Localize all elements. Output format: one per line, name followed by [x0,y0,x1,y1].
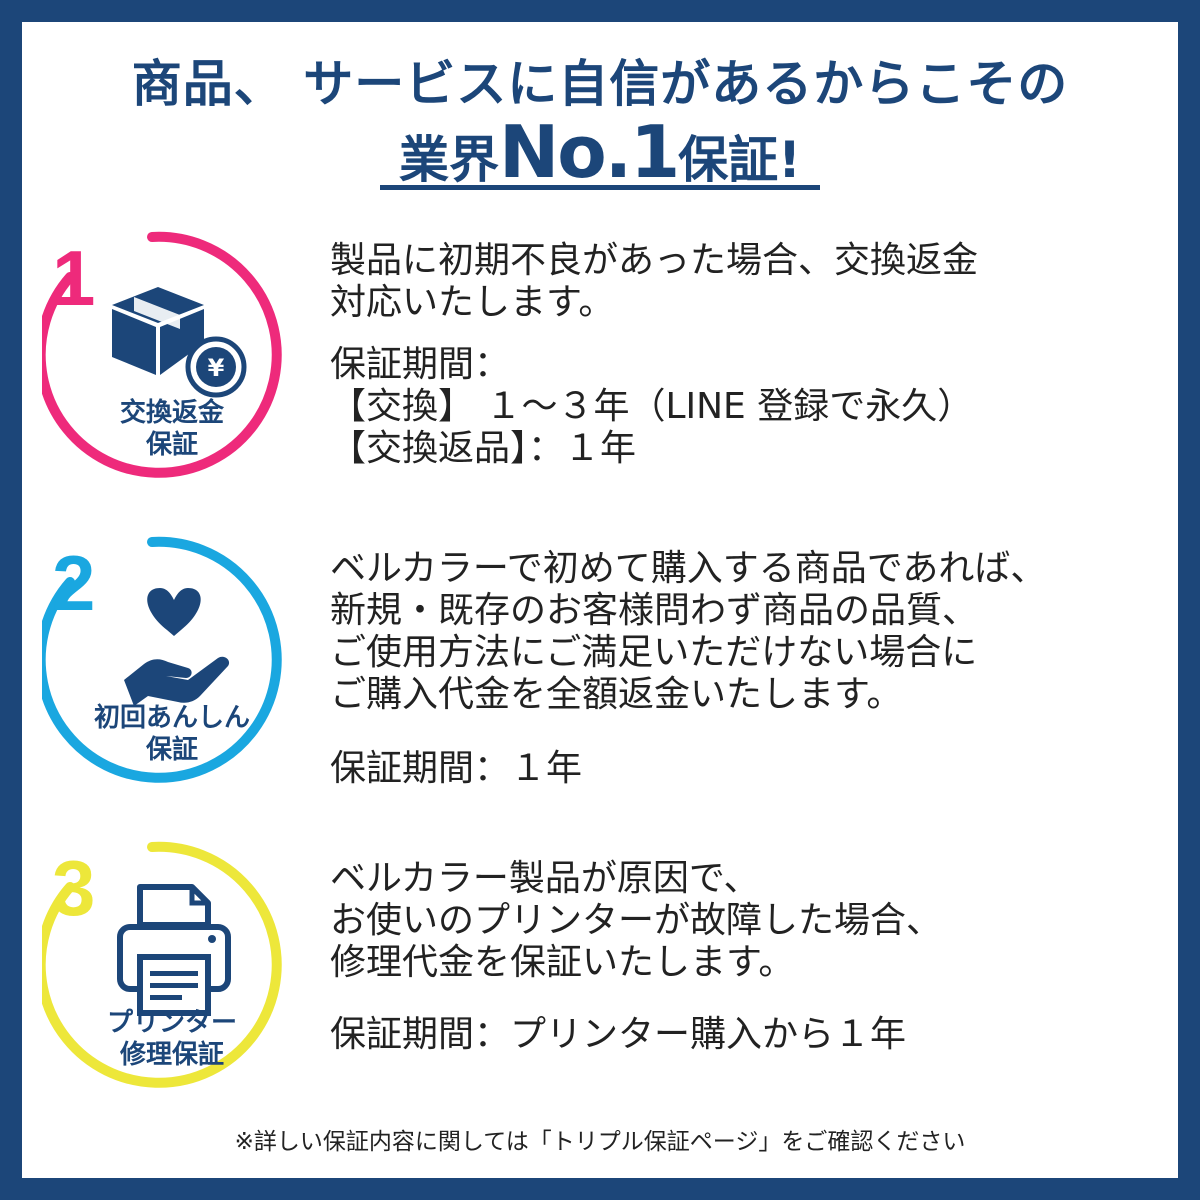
text-line: 新規・既存のお客様問わず商品の品質、 [330,590,979,631]
text-line: 対応いたします。 [330,282,615,323]
headline-industry: 業界 [399,131,499,189]
text-line: ベルカラーで初めて購入する商品であれば、 [330,548,1047,589]
printer-icon [117,884,231,1016]
guarantee-3-number: 3 [52,844,95,932]
pink-ring-icon: 1 ¥ [42,231,282,478]
period-line: 保証期間：プリンター購入から１年 [330,1014,907,1055]
guarantee-2-number: 2 [52,539,95,627]
yellow-ring-icon: 3 [42,841,282,1088]
guarantee-3-label: プリンター 修理保証 [42,1007,302,1071]
guarantee-1-number: 1 [52,234,95,322]
heart-hand-icon [124,588,230,706]
guarantee-3-badge: 3 プリンター 修理保証 [42,835,302,1095]
guarantee-2-badge: 2 初回あんしん 保証 [42,530,302,790]
text-line: ご購入代金を全額返金いたします。 [330,674,903,715]
text-line: 製品に初期不良があった場合、交換返金 [330,240,979,281]
headline-guarantee: 保証! [678,131,801,189]
guarantee-1-badge: 1 ¥ 交換返金 保証 [42,225,302,485]
label-line: 保証 [145,430,198,460]
text-line: お使いのプリンターが故障した場合、 [330,900,943,941]
svg-text:¥: ¥ [208,354,225,382]
label-line: プリンター [106,1008,237,1038]
footnote: ※詳しい保証内容に関しては「トリプル保証ページ」をご確認ください [234,1129,966,1155]
blue-ring-icon: 2 [42,536,282,783]
period-line: 【交換】 １～３年（LINE 登録で永久） [330,386,974,427]
text-line: ご使用方法にご満足いただけない場合に [330,632,978,673]
label-line: 保証 [145,735,198,765]
guarantee-1-description: 製品に初期不良があった場合、交換返金 対応いたします。 保証期間： 【交換】 １… [330,240,978,470]
text-line: ベルカラー製品が原因で、 [330,858,760,899]
headline-line-2: 業界No.1保証! [380,110,820,194]
headline-no1: No.1 [499,110,680,194]
label-line: 修理保証 [119,1040,224,1070]
period-line: 保証期間： [330,344,511,385]
label-line: 交換返金 [119,398,224,428]
guarantee-2-label: 初回あんしん 保証 [42,702,302,766]
text-line: 修理代金を保証いたします。 [330,942,795,983]
period-line: 保証期間：１年 [330,748,583,789]
label-line: 初回あんしん [93,703,250,733]
headline-line-1: 商品、 サービスに自信があるからこその [131,55,1069,113]
box-yen-icon: ¥ [112,287,247,398]
guarantee-2-description: ベルカラーで初めて購入する商品であれば、 新規・既存のお客様問わず商品の品質、 … [330,548,1046,790]
guarantee-1-label: 交換返金 保証 [42,397,302,461]
period-line: 【交換返品】：１年 [330,428,637,469]
guarantee-3-description: ベルカラー製品が原因で、 お使いのプリンターが故障した場合、 修理代金を保証いた… [330,858,942,1056]
